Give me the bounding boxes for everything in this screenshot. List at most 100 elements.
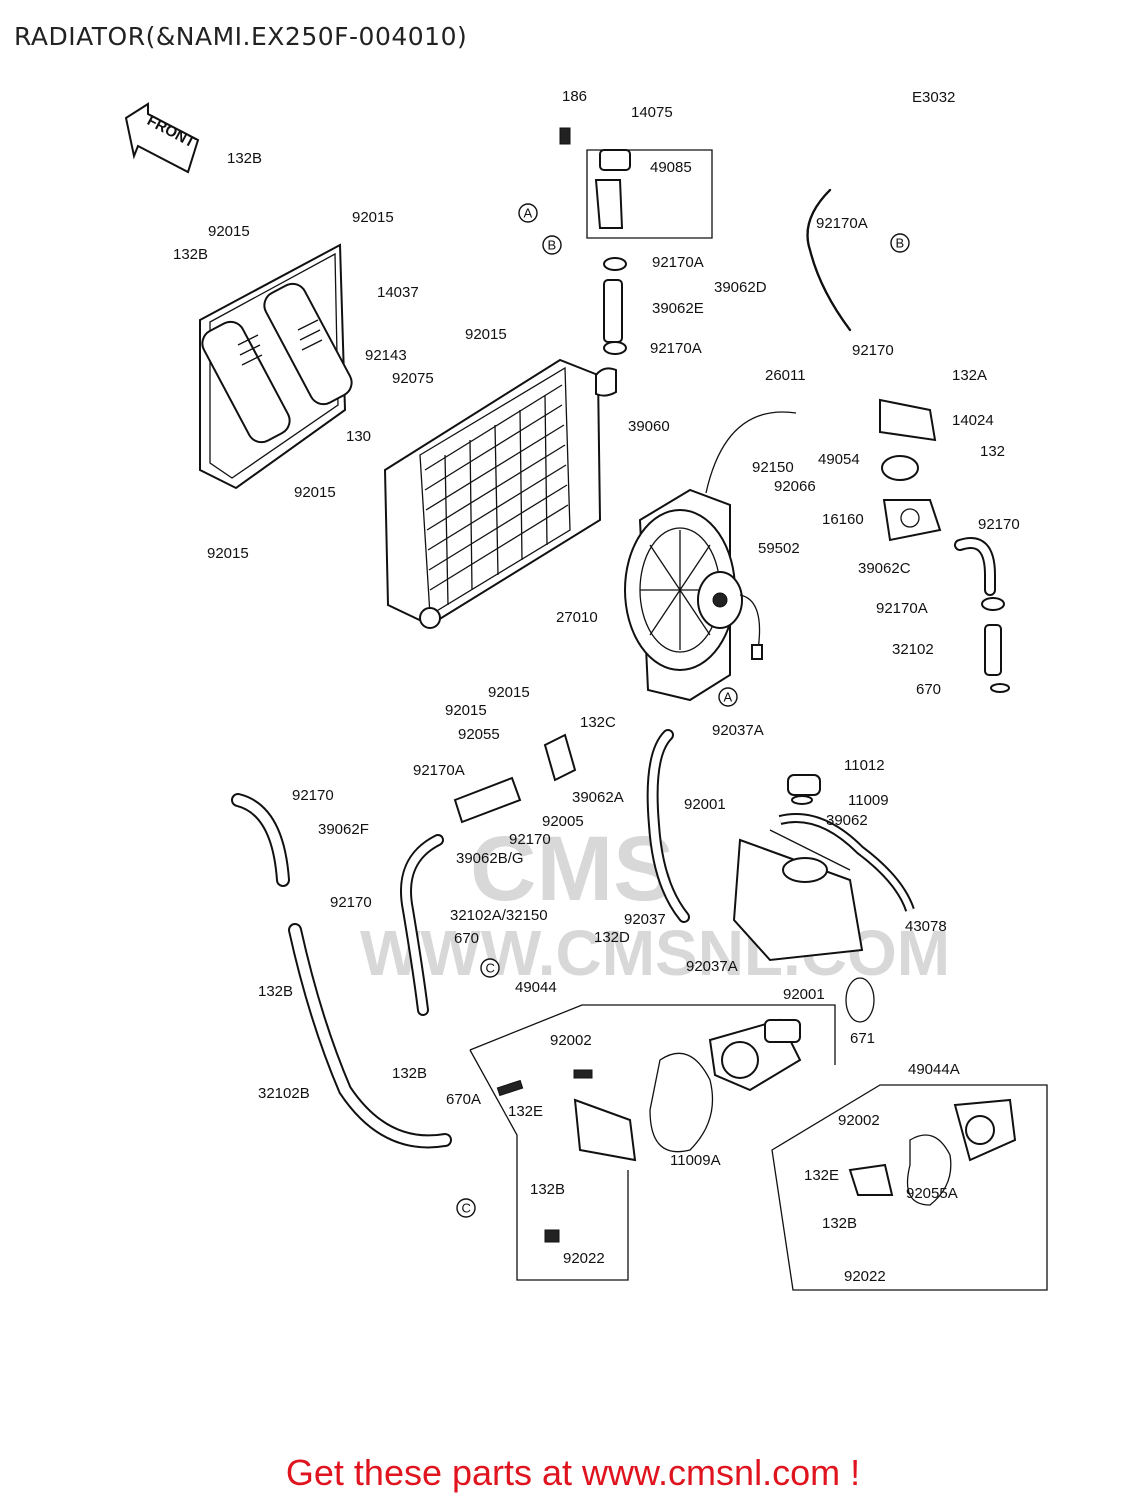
part-label-27010: 27010 [556,609,598,626]
part-label-92170a: 92170A [650,340,702,357]
water-pump-49044a [771,1084,1048,1291]
part-label-92022: 92022 [563,1250,605,1267]
part-label-92037a: 92037A [686,958,738,975]
part-label-92055: 92055 [458,726,500,743]
svg-text:A: A [724,690,733,705]
part-label-670: 670 [916,681,941,698]
part-label-92015: 92015 [488,684,530,701]
part-label-14075: 14075 [631,104,673,121]
part-label-132a: 132A [952,367,987,384]
svg-text:C: C [462,1201,471,1216]
part-label-92015: 92015 [208,223,250,240]
thermostat-housing-shape [879,398,942,542]
part-label-92170: 92170 [852,342,894,359]
part-label-92075: 92075 [392,370,434,387]
water-pump-49044 [469,1004,836,1281]
part-label-132d: 132D [594,929,630,946]
part-label-11012: 11012 [844,757,885,774]
front-arrow-icon: FRONT [124,102,200,174]
part-label-132: 132 [980,443,1005,460]
part-label-92066: 92066 [774,478,816,495]
part-labels: 1861407549085132B9201592015132B140379217… [173,88,1020,1285]
callout-a: A [518,203,538,223]
part-label-39062b-g: 39062B/G [456,850,524,867]
inlet-pipe-14075 [559,127,713,239]
part-label-670: 670 [454,930,479,947]
part-label-92015: 92015 [294,484,336,501]
part-label-132b: 132B [258,983,293,1000]
part-label-92002: 92002 [838,1112,880,1129]
callout-b: B [542,235,562,255]
part-label-92170: 92170 [330,894,372,911]
part-label-49054: 49054 [818,451,860,468]
radiator-cover-shape [199,243,353,490]
svg-text:B: B [896,236,905,251]
part-label-132b: 132B [227,150,262,167]
part-label-132b: 132B [173,246,208,263]
svg-text:A: A [524,206,533,221]
part-label-39062f: 39062F [318,821,369,838]
part-label-671: 671 [850,1030,875,1047]
part-label-132b: 132B [822,1215,857,1232]
part-label-132c: 132C [580,714,616,731]
diagram-code: E3032 [912,89,955,106]
part-label-132e: 132E [804,1167,839,1184]
callout-markers: A B B A C C [456,203,910,1218]
part-label-39062d: 39062D [714,279,767,296]
part-label-92170: 92170 [509,831,551,848]
part-label-92015: 92015 [352,209,394,226]
footer-banner[interactable]: Get these parts at www.cmsnl.com ! [285,1452,861,1493]
part-label-11009a: 11009A [670,1152,721,1169]
part-label-32102b: 32102B [258,1085,310,1102]
part-label-11009: 11009 [848,792,889,809]
part-label-92001: 92001 [684,796,726,813]
part-label-670a: 670A [446,1091,481,1108]
part-label-59502: 59502 [758,540,800,557]
part-label-39062c: 39062C [858,560,911,577]
part-label-32102: 32102 [892,641,934,658]
part-label-14024: 14024 [952,412,994,429]
part-label-92015: 92015 [465,326,507,343]
part-label-92170: 92170 [292,787,334,804]
part-label-49044a: 49044A [908,1061,960,1078]
part-label-92170a: 92170A [652,254,704,271]
reserve-tank-shape [732,774,864,962]
part-label-92037: 92037 [624,911,666,928]
svg-text:B: B [548,238,557,253]
callout-c: C [456,1198,476,1218]
fan-shape [624,411,797,702]
part-label-92170a: 92170A [413,762,465,779]
svg-text:C: C [486,961,495,976]
part-label-26011: 26011 [765,367,806,384]
part-label-92002: 92002 [550,1032,592,1049]
part-label-92001: 92001 [783,986,825,1003]
part-label-14037: 14037 [377,284,419,301]
page-title: RADIATOR(&NAMI.EX250F-004010) [14,22,468,51]
part-label-92170a: 92170A [876,600,928,617]
part-label-92022: 92022 [844,1268,886,1285]
part-label-92015: 92015 [445,702,487,719]
part-label-92037a: 92037A [712,722,764,739]
part-label-92143: 92143 [365,347,407,364]
callout-c: C [480,958,500,978]
part-label-39060: 39060 [628,418,670,435]
part-label-16160: 16160 [822,511,864,528]
part-label-132b: 132B [392,1065,427,1082]
part-label-49085: 49085 [650,159,692,176]
part-label-32102a-32150: 32102A/32150 [450,907,548,924]
part-label-39062e: 39062E [652,300,704,317]
part-label-39062: 39062 [826,812,868,829]
watermark-logo: CMS [470,818,674,920]
callout-b: B [890,233,910,253]
part-label-92015: 92015 [207,545,249,562]
part-label-92055a: 92055A [906,1185,958,1202]
part-label-92150: 92150 [752,459,794,476]
part-label-92170a: 92170A [816,215,868,232]
part-label-132b: 132B [530,1181,565,1198]
callout-a: A [718,687,738,707]
part-label-39062a: 39062A [572,789,624,806]
part-label-130: 130 [346,428,371,445]
part-label-92005: 92005 [542,813,584,830]
radiator-shape [383,358,617,629]
